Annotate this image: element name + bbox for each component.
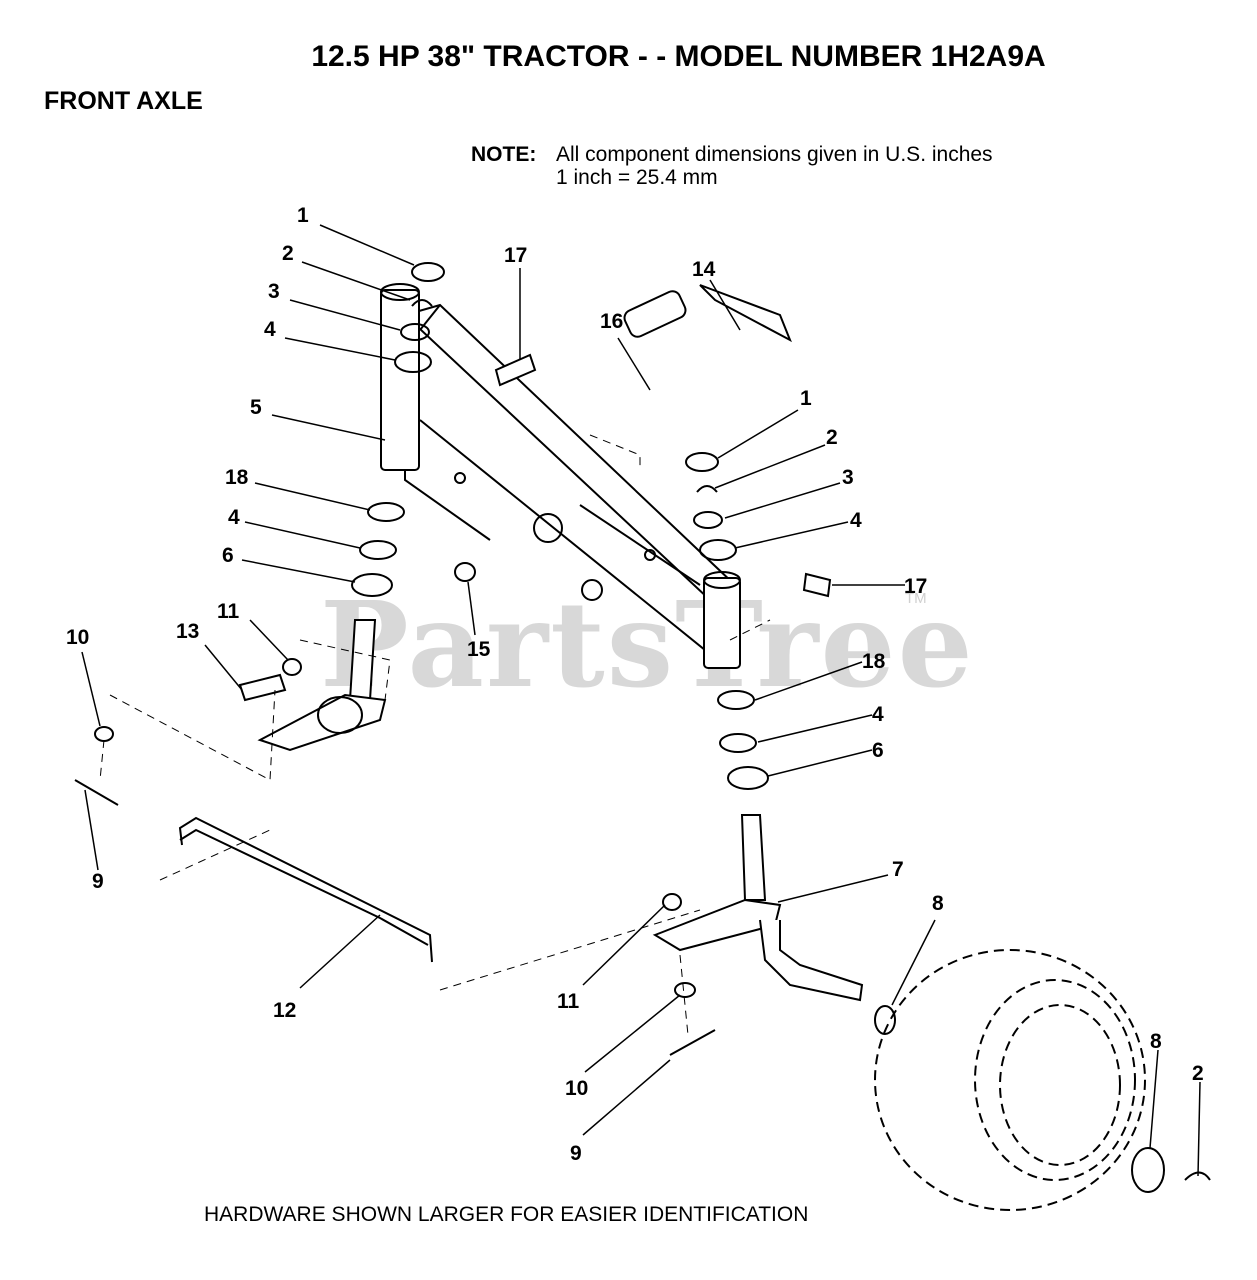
bearing-4-right xyxy=(699,539,737,561)
ring-right xyxy=(696,485,718,493)
callout-7: 7 xyxy=(892,858,904,881)
callout-6: 6 xyxy=(222,544,234,567)
callout-9: 9 xyxy=(92,870,104,893)
spacer-13 xyxy=(238,673,287,702)
callout-3: 3 xyxy=(268,280,280,303)
construction-lines xyxy=(99,434,771,1036)
left-spindle xyxy=(348,619,377,701)
footer-note: HARDWARE SHOWN LARGER FOR EASIER IDENTIF… xyxy=(204,1203,809,1226)
washer-18-right xyxy=(717,690,755,710)
fitting-17-right xyxy=(802,572,832,598)
washer-8-inner xyxy=(874,1005,896,1035)
callout-17: 17 xyxy=(904,575,927,598)
callout-15: 15 xyxy=(467,638,491,661)
callout-4: 4 xyxy=(228,506,240,529)
callout-8: 8 xyxy=(932,892,944,915)
note-line-2: 1 inch = 25.4 mm xyxy=(556,166,718,189)
drag-link xyxy=(178,816,433,963)
callout-9: 9 xyxy=(570,1142,582,1165)
axle-beam-lower xyxy=(404,330,711,652)
right-spindle-tube xyxy=(703,577,741,669)
bushing-11-right xyxy=(662,893,682,911)
fitting-17-left xyxy=(494,353,537,387)
callout-17: 17 xyxy=(504,244,527,267)
cap-left xyxy=(411,262,445,282)
watermark: PartsTree xyxy=(320,575,975,714)
bushing-11-left xyxy=(282,658,302,676)
axle-beam xyxy=(403,303,737,602)
wheel-axle xyxy=(759,919,864,1002)
right-spindle xyxy=(740,814,767,901)
callout-2: 2 xyxy=(826,426,838,449)
left-spindle-tube xyxy=(380,289,420,471)
callout-13: 13 xyxy=(176,620,199,643)
callout-14: 14 xyxy=(692,258,716,281)
right-steering-arm xyxy=(652,898,782,952)
callout-10: 10 xyxy=(66,626,89,649)
washer-10-left xyxy=(94,726,114,742)
washer-10-right xyxy=(674,982,696,998)
callout-11: 11 xyxy=(217,600,240,623)
bolt-14 xyxy=(699,284,792,343)
callout-6: 6 xyxy=(872,739,884,762)
callout-11: 11 xyxy=(557,990,580,1013)
page-title: 12.5 HP 38" TRACTOR - - MODEL NUMBER 1H2… xyxy=(311,40,1046,73)
callout-3: 3 xyxy=(842,466,854,489)
callout-1: 1 xyxy=(800,387,812,410)
washer-18-left xyxy=(367,502,405,522)
callout-labels xyxy=(81,224,1201,1177)
parts-drawing xyxy=(74,262,1211,1211)
washer-8-outer xyxy=(1131,1147,1165,1193)
callout-8: 8 xyxy=(1150,1030,1162,1053)
callout-12: 12 xyxy=(273,999,296,1022)
washer-3-left xyxy=(400,323,430,341)
bearing-4-left xyxy=(394,351,432,373)
callout-10: 10 xyxy=(565,1077,588,1100)
callout-4: 4 xyxy=(850,509,862,532)
callout-16: 16 xyxy=(600,310,623,333)
callout-1: 1 xyxy=(297,204,309,227)
callout-2: 2 xyxy=(282,242,294,265)
bearing-4b-left xyxy=(359,540,397,560)
watermark-tm: TM xyxy=(905,590,927,607)
callout-2: 2 xyxy=(1192,1062,1204,1085)
cotter-9-right xyxy=(669,1029,716,1056)
washer-3-right xyxy=(693,511,723,529)
ring-left xyxy=(411,299,433,307)
callout-5: 5 xyxy=(250,396,262,419)
cap-right xyxy=(685,452,719,472)
section-title: FRONT AXLE xyxy=(44,87,203,115)
callout-18: 18 xyxy=(862,650,886,673)
wheel xyxy=(874,949,1146,1211)
note-line-1: All component dimensions given in U.S. i… xyxy=(556,143,993,166)
bearing-6-left xyxy=(351,573,393,597)
callout-18: 18 xyxy=(225,466,249,489)
spacer-16 xyxy=(623,290,687,338)
bearing-4b-right xyxy=(719,733,757,753)
left-steering-arm xyxy=(257,693,387,752)
nut-15 xyxy=(454,562,476,582)
note-label: NOTE: xyxy=(471,143,537,166)
cotter-9-left xyxy=(74,779,119,806)
callout-4: 4 xyxy=(872,703,884,726)
bearing-6-right xyxy=(727,766,769,790)
callout-4: 4 xyxy=(264,318,276,341)
callout-numbers: 1234518461311109121716141234171518467811… xyxy=(66,204,1204,1165)
